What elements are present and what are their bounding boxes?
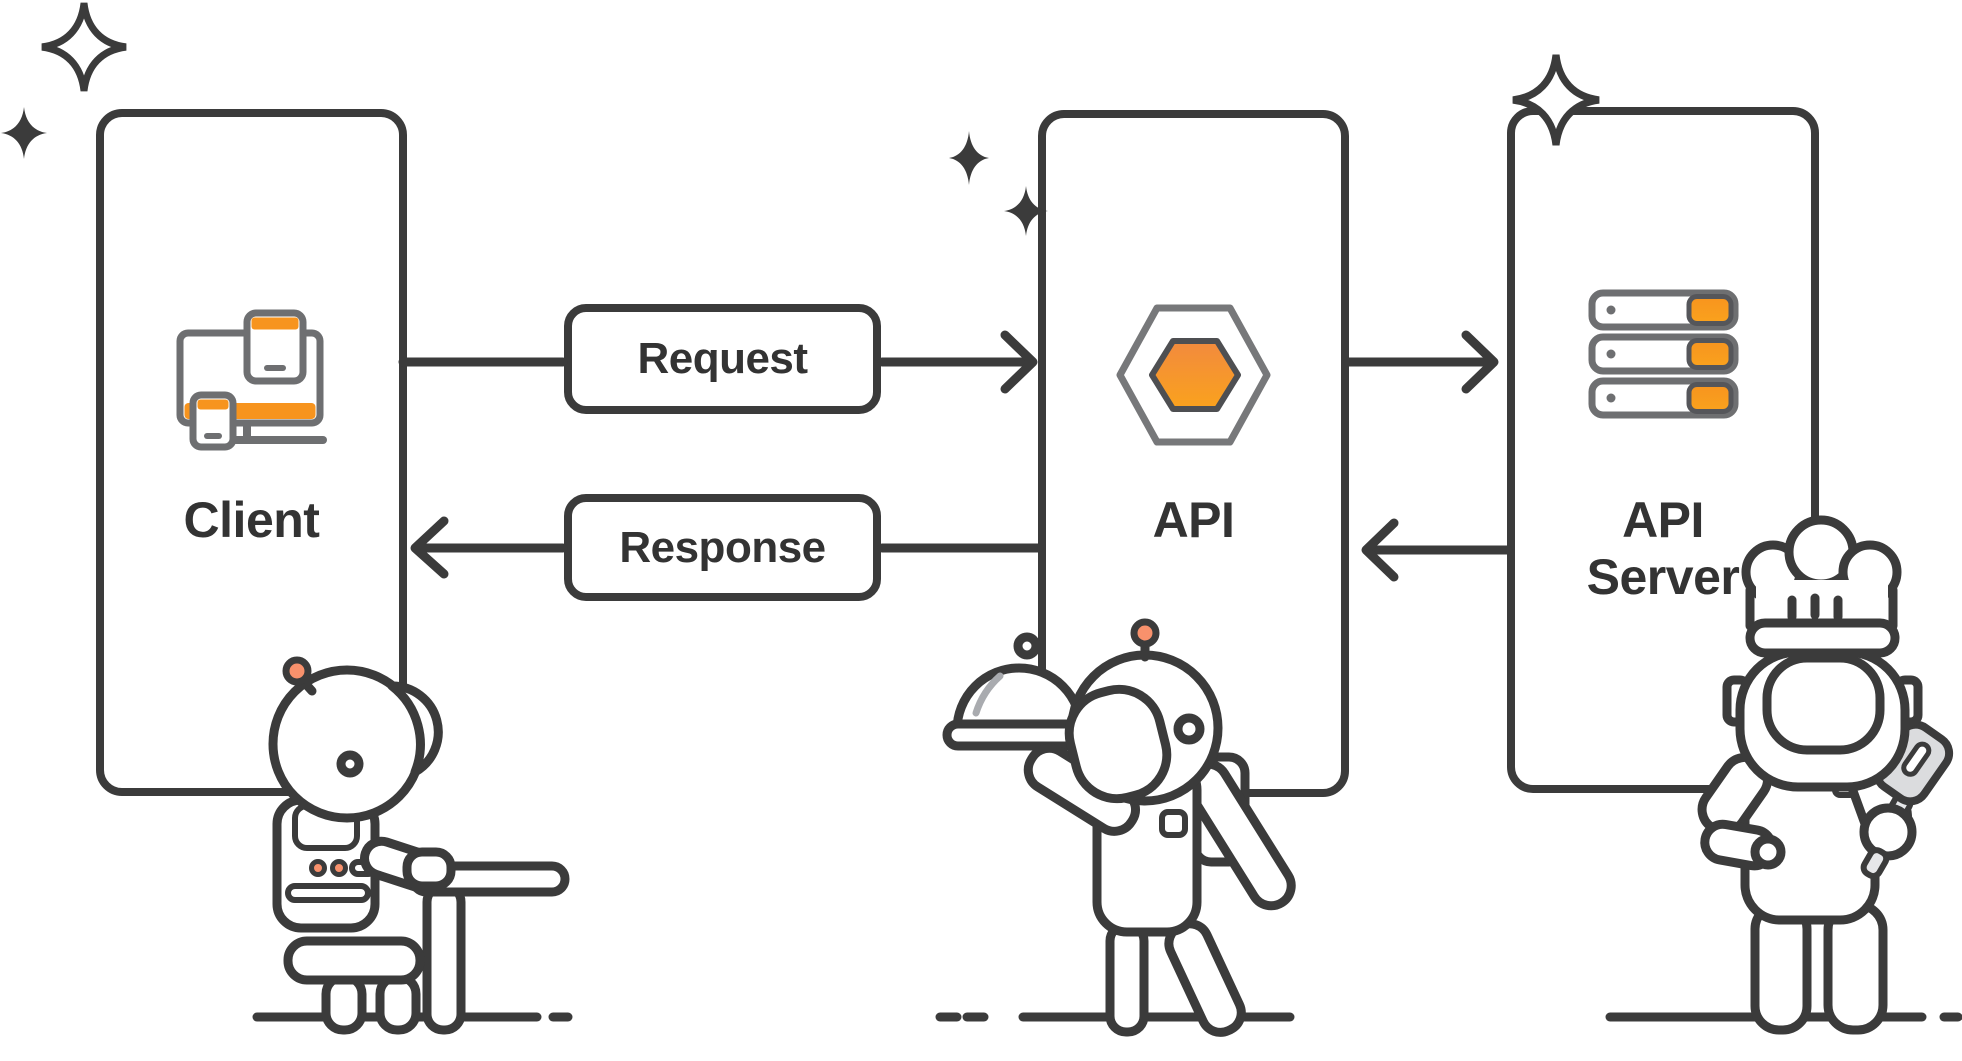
chest-dot: [330, 859, 348, 877]
spatula-handle-end: [1860, 847, 1890, 880]
cloche-knob: [1013, 632, 1041, 660]
chest-dot: [309, 859, 327, 877]
chest-panel: [292, 803, 360, 851]
chest-square: [1832, 772, 1858, 798]
api-server-label-line2: Server: [1586, 549, 1740, 605]
chef-arm-right: [1844, 749, 1912, 842]
sparkle-filled-icon: [1, 107, 47, 159]
stool-cushion: [283, 936, 425, 985]
request-edge-text: Request: [637, 334, 808, 383]
customer-leg: [422, 881, 466, 1035]
request-edge-label: Request: [564, 304, 881, 414]
chef-forearm-left: [1700, 819, 1777, 871]
cloche-shine: [972, 672, 1004, 717]
waiter-leg-bent: [1164, 919, 1246, 1037]
customer-arm: [360, 836, 447, 894]
spatula-handle: [1885, 792, 1914, 824]
stool-leg: [375, 972, 421, 1035]
sparkle-outline-icon: [41, 2, 127, 92]
server-to-api-arrow: [1361, 518, 1513, 582]
customer-torso: [272, 795, 380, 933]
api-to-server-arrow: [1343, 330, 1499, 394]
client-node-label: Client: [183, 492, 320, 548]
spatula-slot: [1901, 741, 1932, 777]
waiter-leg: [1105, 920, 1149, 1037]
table-tray: [408, 861, 570, 897]
chef-leg: [1750, 900, 1812, 1035]
response-edge-label: Response: [564, 494, 881, 601]
api-server-node-box: [1507, 107, 1819, 793]
api-server-label-line1: API: [1622, 492, 1704, 548]
api-node-label: API: [1152, 492, 1235, 548]
api-server-node-label: API Server: [1507, 492, 1819, 606]
helmet-ear-tab: [1893, 675, 1923, 727]
chef-hand-left: [1750, 834, 1786, 870]
chest-slot-wide: [285, 883, 371, 903]
api-node-box: [1038, 110, 1349, 797]
customer-hand: [402, 847, 456, 891]
client-node-box: [96, 109, 407, 796]
chef-hand-right: [1859, 803, 1917, 861]
chef-leg: [1823, 900, 1888, 1035]
response-edge-text: Response: [619, 522, 826, 572]
spatula-blade: [1872, 720, 1954, 806]
chest-slot: [349, 859, 377, 877]
stool-leg: [321, 972, 367, 1035]
chest-square: [1159, 809, 1188, 838]
sparkle-filled-icon: [949, 131, 989, 185]
